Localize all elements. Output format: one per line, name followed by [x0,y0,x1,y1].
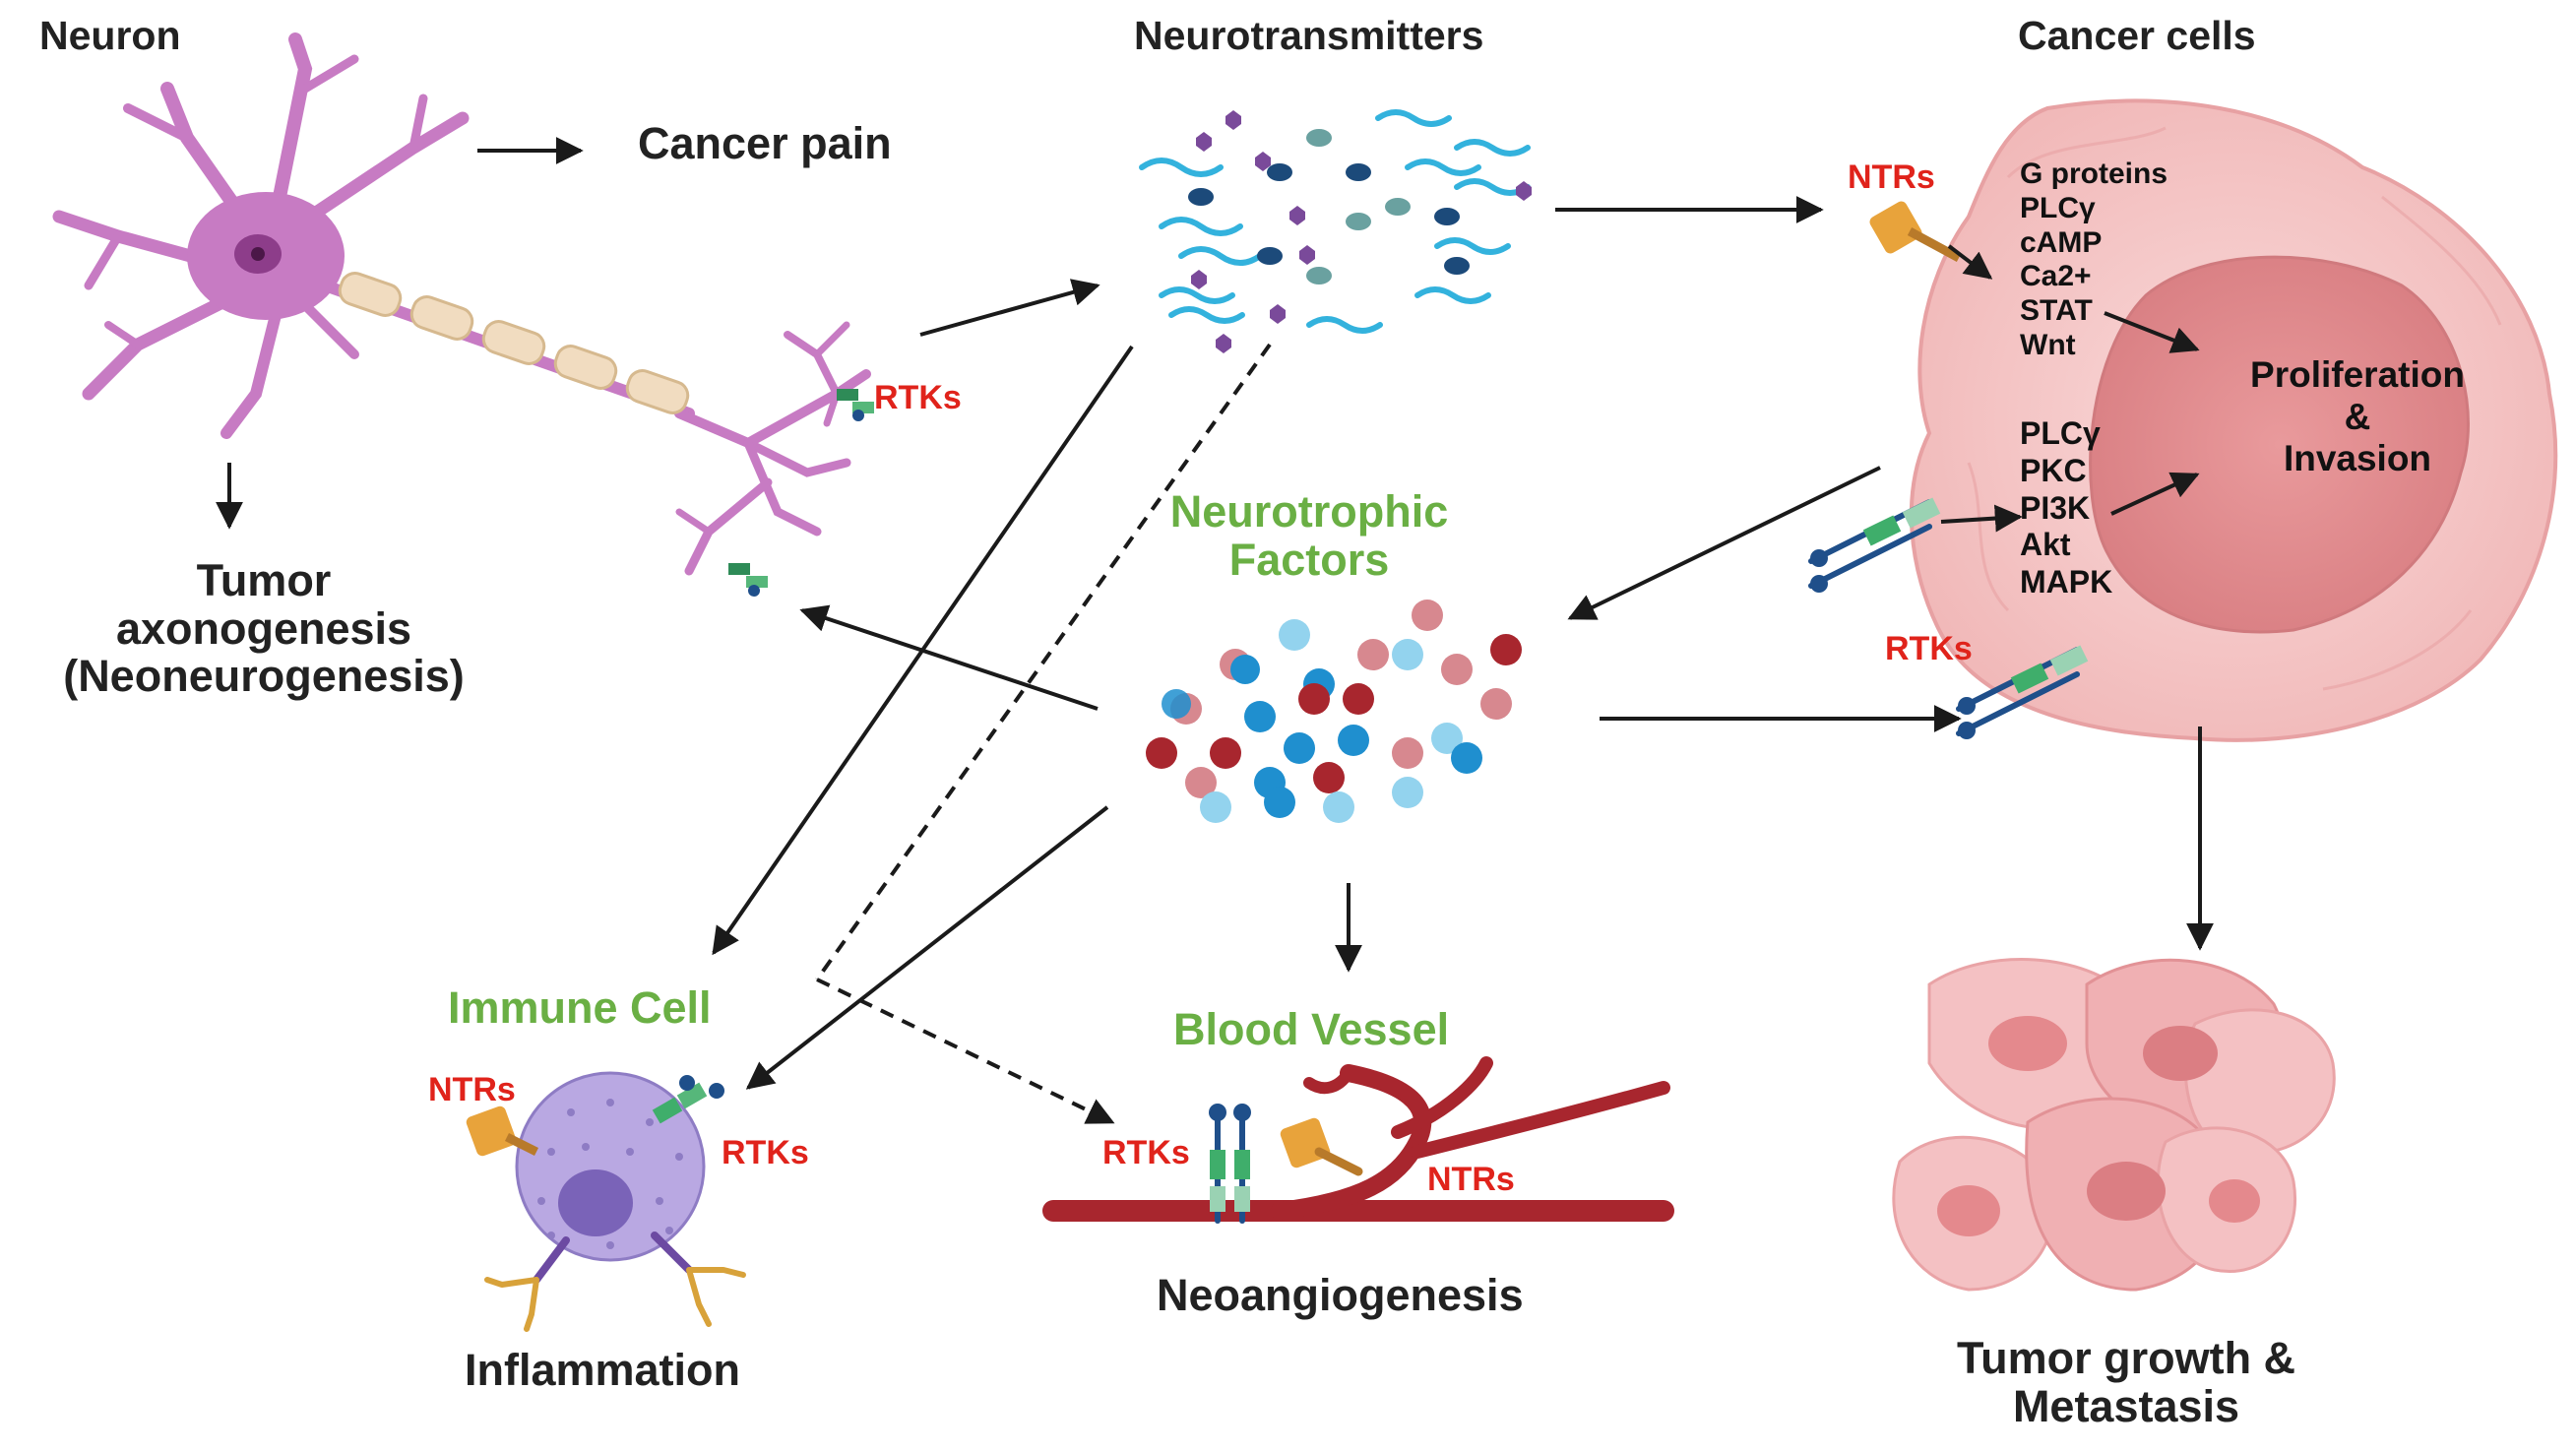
cancer-ntrs-label: NTRs [1848,158,1935,196]
cancer-pain-label: Cancer pain [638,118,892,168]
neurotransmitters-title: Neurotransmitters [1134,13,1484,58]
immune-ntr-receptor [466,1106,539,1157]
metastasis-cell-cluster [1892,958,2336,1292]
vessel-ntrs-label: NTRs [1427,1161,1515,1198]
ntr-pathway-item: STAT [2020,294,2093,328]
vessel-rtk-receptor [1209,1104,1251,1224]
tumor-axonogenesis-line-3: (Neoneurogenesis) [63,651,465,702]
tumor-growth-metastasis-label: Tumor growth & Metastasis [1910,1333,2343,1431]
tumor-growth-line-1: Tumor growth & [1956,1333,2296,1383]
neuron-rtk-receptor [728,389,874,597]
neurotransmitter-molecules [1139,109,1532,353]
rtk-pathway-item: MAPK [2020,564,2113,600]
neuron-illustration [52,32,874,597]
vessel-ntr-receptor [1280,1117,1363,1176]
cancer-rtk-receptors [1808,497,2089,739]
rtk-pathway-item: PLCγ [2020,415,2101,451]
rtk-pathway-item: Akt [2020,527,2071,563]
blood-vessel-label: Blood Vessel [1173,1004,1450,1054]
neurotrophic-factors-label: Neurotrophic Factors [1122,486,1496,585]
neuron-rtks-label: RTKs [874,379,962,416]
cancer-ntr-receptor [1869,201,1962,262]
rtk-signaling-pathway-list: PLCγ PKC PI3K Akt MAPK [2020,415,2112,601]
inflammation-label: Inflammation [465,1345,741,1395]
vessel-rtks-label: RTKs [1102,1134,1190,1171]
neoangiogenesis-label: Neoangiogenesis [1157,1270,1524,1320]
immune-cell-illustration [466,1071,746,1332]
ntr-pathway-item: PLCγ [2020,191,2096,224]
tumor-axonogenesis-line-1: Tumor [196,555,332,605]
proliferation-line-1: Proliferation [2250,354,2465,395]
neurotrophic-factors-line-2: Factors [1228,534,1390,585]
proliferation-line-3: Invasion [2283,438,2432,479]
rtk-pathway-item: PKC [2020,452,2087,488]
neurotrophic-factor-particles [1146,600,1522,823]
cancer-cells-title: Cancer cells [2018,13,2256,58]
tumor-axonogenesis-line-2: axonogenesis [115,602,412,654]
ntr-pathway-item: cAMP [2020,225,2103,259]
ntr-pathway-item: Wnt [2020,328,2076,361]
ntr-signaling-pathway-list: G proteins PLCγ cAMP Ca2+ STAT Wnt [2020,158,2168,363]
ntr-pathway-item: G proteins [2020,158,2168,190]
neurotrophic-factors-line-1: Neurotrophic [1169,486,1449,537]
neuron-title: Neuron [39,13,181,58]
cancer-rtks-label: RTKs [1885,630,1973,667]
immune-rtks-label: RTKs [722,1134,809,1171]
proliferation-invasion-label: Proliferation & Invasion [2220,354,2495,480]
blood-vessel-illustration [1042,1056,1674,1224]
immune-rtk-receptor [652,1075,724,1124]
tumor-growth-line-2: Metastasis [2012,1380,2240,1431]
relationship-arrows [216,137,2214,1124]
immune-ntrs-label: NTRs [428,1071,516,1108]
immune-cell-label: Immune Cell [448,982,712,1033]
tumor-axonogenesis-label: Tumor axonogenesis (Neoneurogenesis) [18,555,510,702]
rtk-pathway-item: PI3K [2020,489,2091,526]
ntr-pathway-item: Ca2+ [2020,260,2092,293]
proliferation-line-2: & [2344,396,2371,437]
